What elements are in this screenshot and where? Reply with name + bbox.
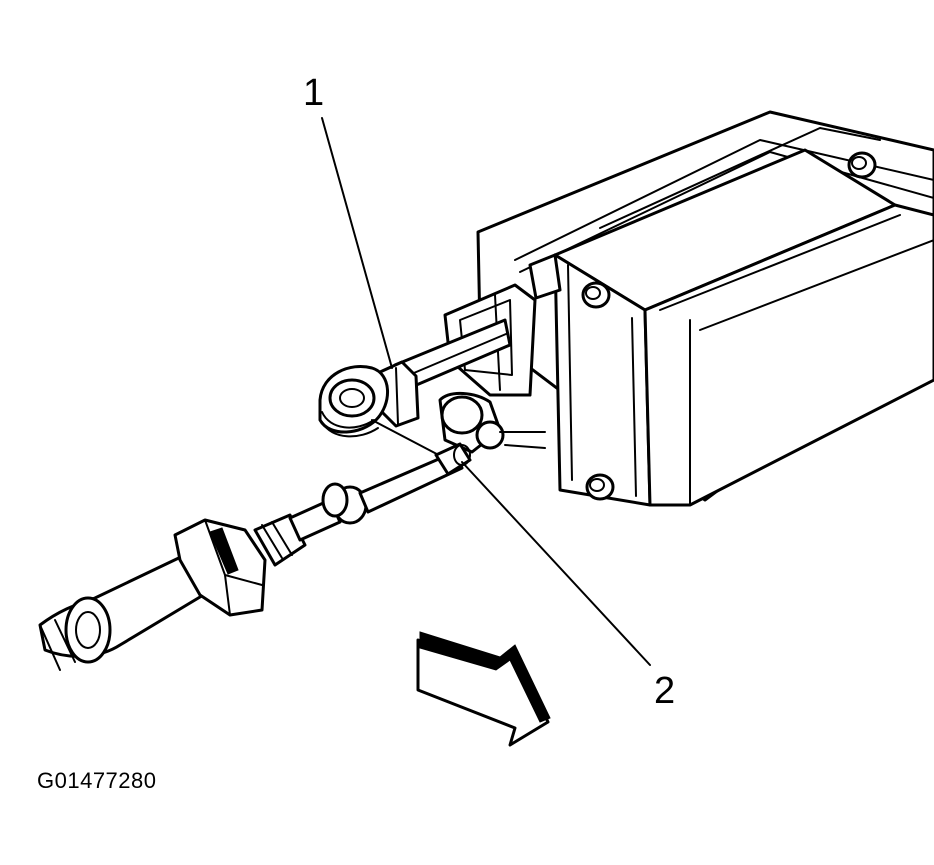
bolt-top-left [581,281,611,309]
bolt-bottom-left [585,473,615,501]
leader-line-1 [321,117,393,369]
flange-bolts [581,151,877,501]
cable-assembly [38,442,472,671]
strap-eyelet [318,365,389,438]
figure-id: G01477280 [37,768,157,793]
callout-label-2: 2 [654,670,676,712]
bolt-top-right [847,151,877,179]
leader-line-2 [461,461,651,666]
ball-stud [371,392,546,463]
leader-lines [321,117,651,666]
actuator-strap [378,283,537,428]
module-housing [476,110,934,507]
direction-arrow [416,631,551,747]
callout-label-1: 1 [303,72,325,114]
